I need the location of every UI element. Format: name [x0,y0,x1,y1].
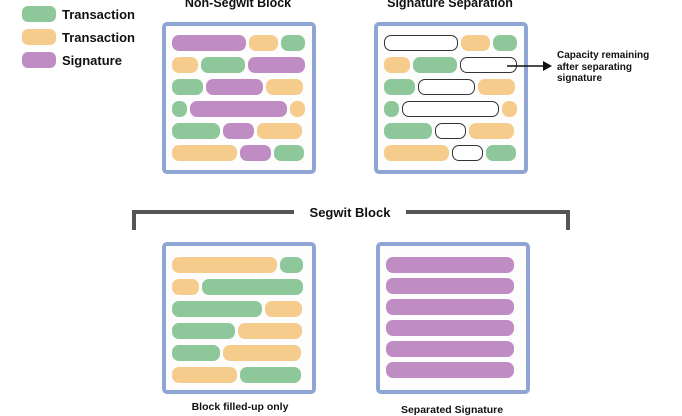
transaction-orange-bar [502,101,517,117]
legend-swatch-signature [22,52,56,68]
non-segwit-title: Non-Segwit Block [184,0,292,10]
transaction-green-bar [172,79,203,95]
signature-bar [386,299,514,315]
transaction-orange-bar [461,35,490,51]
transaction-green-bar [172,345,220,361]
capacity-annotation: Capacity remaining after separating sign… [557,50,649,85]
transaction-orange-bar [265,301,302,317]
transaction-green-bar [281,35,305,51]
transaction-green-bar [201,57,245,73]
signature-bar [386,320,514,336]
transaction-orange-bar [172,279,199,295]
transaction-green-bar [172,323,235,339]
transaction-orange-bar [266,79,303,95]
transaction-orange-bar [249,35,278,51]
legend-swatch-transaction-green [22,6,56,22]
signature-bar [190,101,287,117]
transaction-orange-bar [223,345,301,361]
block-filled-up-only [162,242,316,394]
transaction-orange-bar [172,367,237,383]
transaction-orange-bar [384,145,449,161]
transaction-orange-bar [238,323,302,339]
bracket-right-line [406,210,570,214]
annotation-line-2: after separating [557,61,633,73]
freed-capacity-bar [460,57,517,73]
legend-label-transaction-green: Transaction [62,7,135,22]
transaction-green-bar [202,279,303,295]
transaction-green-bar [274,145,304,161]
signature-bar [386,257,514,273]
freed-capacity-bar [384,35,458,51]
transaction-orange-bar [172,257,277,273]
transaction-orange-bar [257,123,302,139]
block-filled-caption: Block filled-up only [191,401,289,413]
signature-separation-block [374,22,528,174]
segwit-block-title: Segwit Block [309,205,391,220]
transaction-green-bar [384,79,415,95]
transaction-orange-bar [172,57,198,73]
signature-separation-title: Signature Separation [387,0,513,10]
legend-label-transaction-orange: Transaction [62,30,135,45]
bracket-left-line [132,210,294,214]
transaction-green-bar [280,257,303,273]
signature-bar [223,123,254,139]
separated-signature-caption: Separated Signature [400,404,504,416]
annotation-line-3: signature [557,73,603,84]
freed-capacity-bar [402,101,499,117]
transaction-orange-bar [172,145,237,161]
transaction-green-bar [172,101,187,117]
non-segwit-block [162,22,316,174]
signature-bar [386,341,514,357]
legend-swatch-transaction-orange [22,29,56,45]
signature-bar [206,79,263,95]
transaction-green-bar [172,301,262,317]
annotation-line-1: Capacity remaining [557,50,650,61]
transaction-orange-bar [478,79,515,95]
separated-signature-block [376,242,530,394]
signature-bar [248,57,305,73]
transaction-green-bar [172,123,220,139]
arrow-icon [507,61,552,71]
freed-capacity-bar [435,123,466,139]
bracket-left-end [132,210,136,230]
bracket-right-end [566,210,570,230]
transaction-orange-bar [384,57,410,73]
transaction-orange-bar [469,123,514,139]
transaction-green-bar [240,367,301,383]
signature-bar [240,145,271,161]
transaction-orange-bar [290,101,305,117]
transaction-green-bar [384,123,432,139]
transaction-green-bar [413,57,457,73]
signature-bar [172,35,246,51]
transaction-green-bar [384,101,399,117]
freed-capacity-bar [452,145,483,161]
signature-bar [386,278,514,294]
transaction-green-bar [493,35,517,51]
signature-bar [386,362,514,378]
transaction-green-bar [486,145,516,161]
freed-capacity-bar [418,79,475,95]
legend-label-signature: Signature [62,53,122,68]
